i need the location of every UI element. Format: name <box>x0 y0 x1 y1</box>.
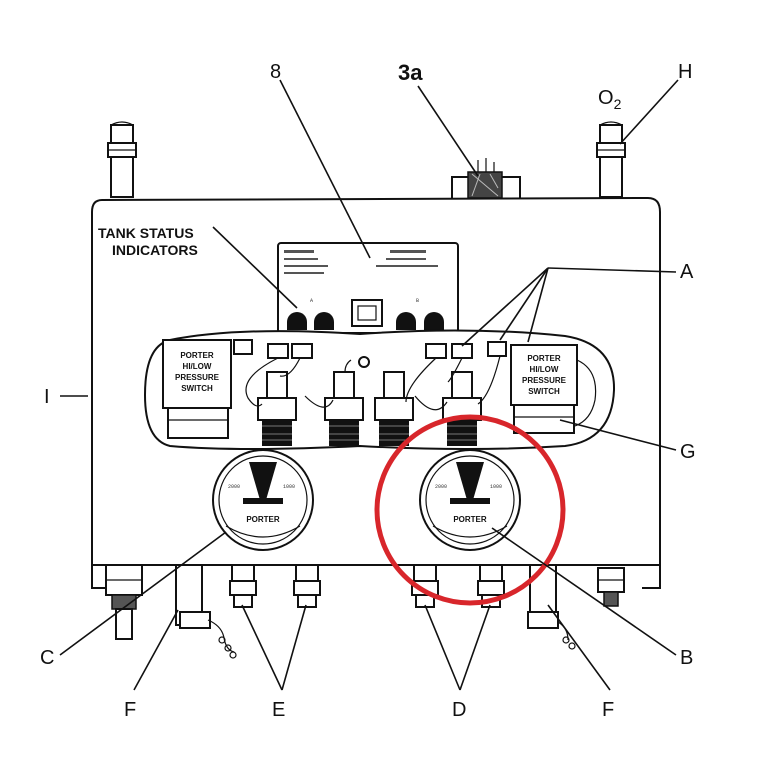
switch-right-line4: SWITCH <box>528 387 560 396</box>
callout-d: D <box>452 699 466 721</box>
callout-h: H <box>678 61 692 83</box>
left-top-pipe <box>107 121 137 198</box>
callout-f-right: F <box>602 699 614 721</box>
callout-a: A <box>680 261 694 283</box>
wiring-connectors <box>267 343 473 368</box>
valve-wiring <box>245 355 501 411</box>
callout-f-left: F <box>124 699 136 721</box>
pressure-gauge-left: PORTER 2000 1000 <box>212 449 314 551</box>
inlet-fitting-left-c <box>105 564 143 640</box>
switch-right-line3: PRESSURE <box>522 376 567 385</box>
outlet-fittings-e <box>229 564 321 608</box>
svg-text:A: A <box>310 298 313 304</box>
bottom-bracket-left <box>91 565 661 589</box>
callout-o2: O2 <box>598 87 622 112</box>
tank-status-line2: INDICATORS <box>112 242 198 258</box>
switch-right-line1: PORTER <box>527 354 561 363</box>
pressure-switch-left: PORTER HI/LOW PRESSURE SWITCH <box>162 339 253 439</box>
callout-i: I <box>44 386 50 408</box>
callout-8: 8 <box>270 61 281 83</box>
pressure-gauge-right: PORTER 2000 1000 <box>419 449 521 551</box>
svg-text:2000: 2000 <box>228 484 240 490</box>
callout-c: C <box>40 647 54 669</box>
callout-3a: 3a <box>398 60 423 85</box>
solenoid-valves <box>257 371 482 446</box>
inlet-fitting-right <box>597 567 625 607</box>
top-connector-3a <box>451 158 521 200</box>
tank-status-panel: A B <box>277 242 459 334</box>
switch-left-line1: PORTER <box>180 351 214 360</box>
svg-text:1000: 1000 <box>490 484 502 490</box>
switch-left-line3: PRESSURE <box>175 373 220 382</box>
switch-right-line2: HI/LOW <box>530 365 559 374</box>
callout-g: G <box>680 441 696 463</box>
right-top-pipe-o2 <box>596 121 626 198</box>
status-indicator-lamp <box>287 312 444 330</box>
svg-text:B: B <box>416 298 419 304</box>
alarm-silence-button <box>351 299 383 327</box>
switch-left-line4: SWITCH <box>181 384 213 393</box>
svg-text:1000: 1000 <box>283 484 295 490</box>
callout-b: B <box>680 647 693 669</box>
gauge-left-brand: PORTER <box>246 515 280 524</box>
leader-lines <box>59 79 679 691</box>
callout-e: E <box>272 699 285 721</box>
tee-fitting-left-f <box>175 564 237 659</box>
switch-left-line2: HI/LOW <box>183 362 212 371</box>
highlight-circle <box>374 414 566 606</box>
svg-text:2000: 2000 <box>435 484 447 490</box>
pressure-switch-right: PORTER HI/LOW PRESSURE SWITCH <box>487 341 597 434</box>
gauge-right-brand: PORTER <box>453 515 487 524</box>
tank-status-line1: TANK STATUS <box>98 225 194 241</box>
